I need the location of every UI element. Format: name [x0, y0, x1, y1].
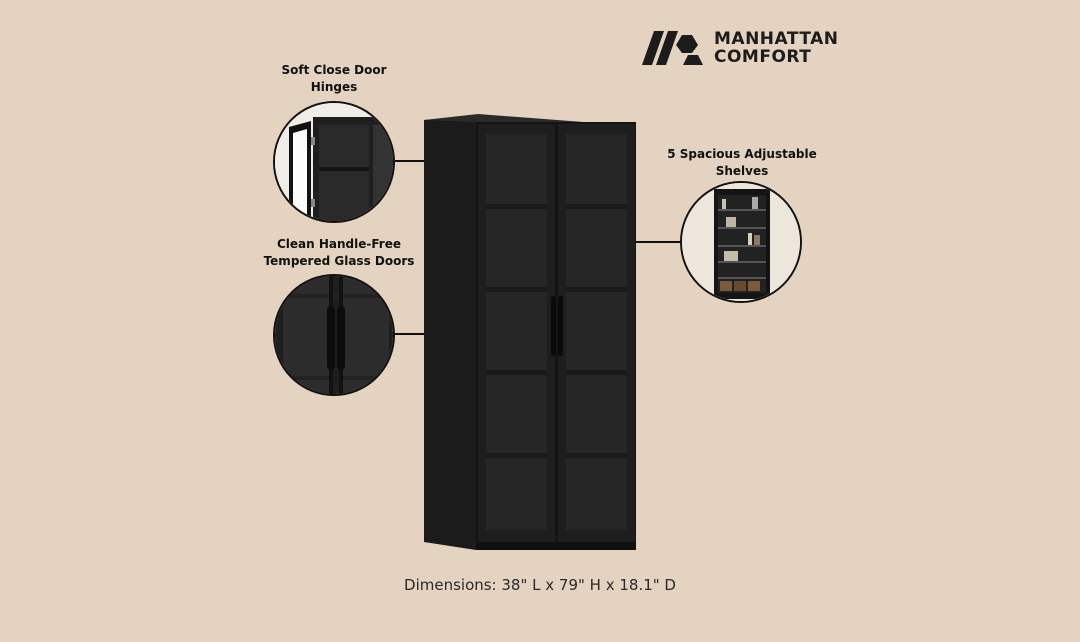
- doors-callout-title: Clean Handle-Free Tempered Glass Doors: [244, 236, 434, 270]
- doors-callout-line-1: Clean Handle-Free: [276, 237, 401, 251]
- hinges-callout-line-2: Hinges: [310, 80, 358, 94]
- brand-line-1: MANHATTAN: [714, 29, 839, 49]
- brand-name: MANHATTAN COMFORT: [714, 30, 839, 66]
- product-dimensions: Dimensions: 38" L x 79" H x 18.1" D: [404, 576, 676, 594]
- doors-detail-image: [273, 274, 395, 396]
- hinges-connector-line: [395, 160, 450, 162]
- shelves-connector-line: [622, 241, 680, 243]
- shelves-callout-title: 5 Spacious Adjustable Shelves: [652, 146, 832, 180]
- hinges-callout-line-1: Soft Close Door: [281, 63, 387, 77]
- doors-callout-line-2: Tempered Glass Doors: [263, 254, 415, 268]
- hinges-detail-image: [273, 101, 395, 223]
- shelves-callout-line-2: Shelves: [715, 164, 769, 178]
- brand-logo: MANHATTAN COMFORT: [642, 30, 839, 66]
- cabinet-product-image: [420, 112, 640, 552]
- shelves-detail-image: [680, 181, 802, 303]
- brand-line-2: COMFORT: [714, 47, 812, 67]
- manhattan-comfort-logo-icon: [642, 31, 703, 65]
- hinges-callout-title: Soft Close Door Hinges: [254, 62, 414, 96]
- shelves-callout-line-1: 5 Spacious Adjustable: [667, 147, 817, 161]
